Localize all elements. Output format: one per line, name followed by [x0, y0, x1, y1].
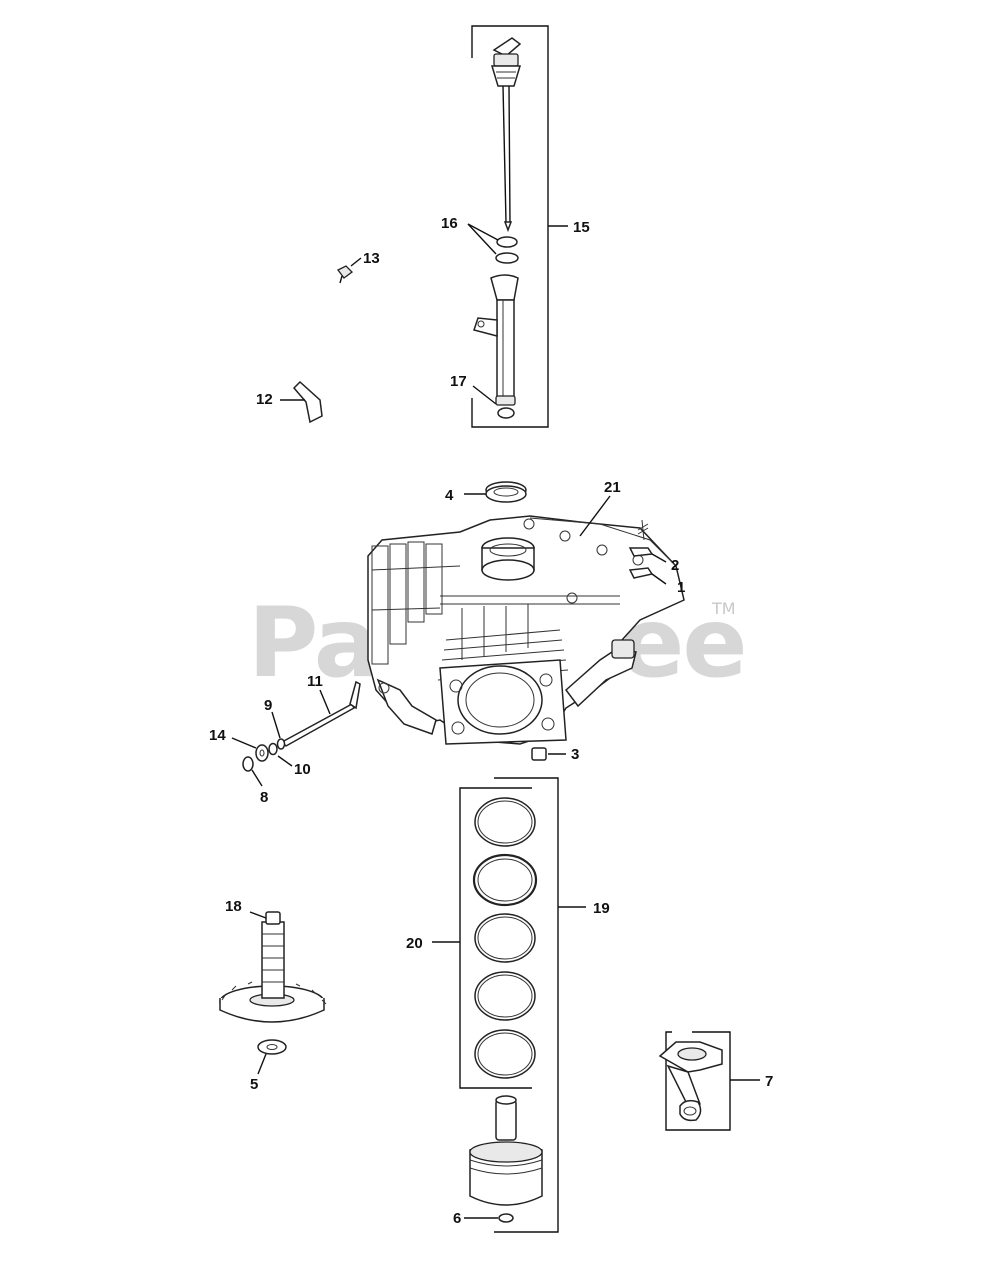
- washer-14[interactable]: [231, 737, 269, 762]
- dowel-pin-1[interactable]: [628, 567, 667, 585]
- screw-13[interactable]: [337, 257, 362, 284]
- governor-shaft-11[interactable]: [280, 680, 361, 747]
- dipstick-rod[interactable]: [502, 85, 513, 233]
- piston-ring-2[interactable]: [472, 853, 538, 907]
- cylinder-block[interactable]: [367, 495, 685, 745]
- dowel-pin-2[interactable]: [628, 519, 667, 563]
- group-bracket-19: [494, 777, 559, 1233]
- oil-seal-4[interactable]: [464, 481, 527, 503]
- piston-ring-3[interactable]: [474, 913, 536, 963]
- callout-3: 3: [571, 746, 579, 763]
- retainer-8[interactable]: [242, 756, 263, 787]
- callout-12: 12: [256, 391, 273, 408]
- piston-pin-clip-6[interactable]: [464, 1213, 514, 1223]
- o-ring-lower[interactable]: [495, 252, 519, 264]
- dipstick-cap[interactable]: [490, 37, 522, 87]
- watermark-trademark: TM: [711, 599, 736, 618]
- piston-ring-4[interactable]: [474, 971, 536, 1021]
- piston-assembly-group: [432, 777, 586, 1233]
- callout-10: 10: [294, 761, 311, 778]
- callout-5: 5: [250, 1076, 258, 1093]
- callout-8: 8: [260, 789, 268, 806]
- group-bracket-7: [665, 1031, 731, 1131]
- sleeve-3[interactable]: [531, 747, 566, 761]
- piston-pin[interactable]: [495, 1095, 517, 1141]
- piston-ring-1[interactable]: [474, 797, 536, 847]
- callout-6: 6: [453, 1210, 461, 1227]
- bracket-12[interactable]: [280, 380, 323, 424]
- callout-1: 1: [677, 579, 685, 596]
- callout-15: 15: [573, 219, 590, 236]
- callout-13: 13: [363, 250, 380, 267]
- callout-14: 14: [209, 727, 226, 744]
- piston-ring-5[interactable]: [474, 1029, 536, 1079]
- dipstick-tube[interactable]: [473, 274, 519, 405]
- callout-9: 9: [264, 697, 272, 714]
- tube-seal[interactable]: [495, 395, 516, 419]
- callout-2: 2: [671, 557, 679, 574]
- callout-7: 7: [765, 1073, 773, 1090]
- callout-18: 18: [225, 898, 242, 915]
- dipstick-assembly-group: [467, 25, 568, 428]
- washer-5[interactable]: [257, 1039, 287, 1075]
- o-ring-upper[interactable]: [496, 236, 518, 248]
- callout-17: 17: [450, 373, 467, 390]
- camshaft-18[interactable]: [219, 911, 327, 1023]
- washer-10[interactable]: [268, 742, 293, 767]
- group-bracket-20: [459, 787, 532, 1089]
- callout-11: 11: [307, 673, 323, 690]
- callout-21: 21: [604, 479, 621, 496]
- callout-16: 16: [441, 215, 458, 232]
- callout-4: 4: [445, 487, 454, 504]
- piston[interactable]: [469, 1141, 543, 1206]
- connecting-rod[interactable]: [658, 1041, 723, 1122]
- connecting-rod-group: [658, 1031, 760, 1131]
- washer-9[interactable]: [271, 711, 286, 750]
- callout-19: 19: [593, 900, 610, 917]
- callout-20: 20: [406, 935, 423, 952]
